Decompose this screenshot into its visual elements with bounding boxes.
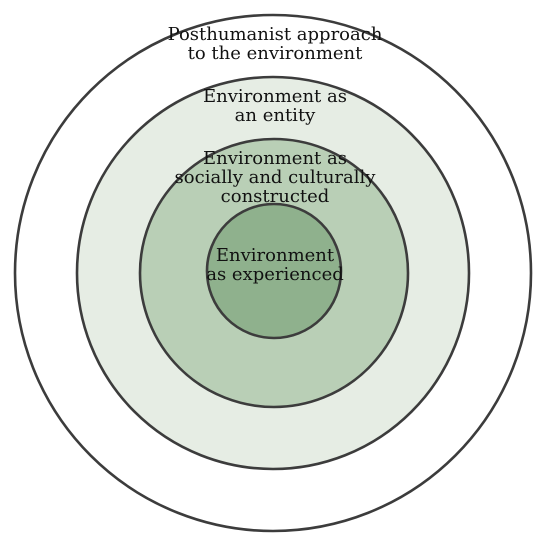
label-experienced-line-2: as experienced [206,264,344,285]
label-social-line-1: Environment as [203,148,347,169]
ring-experienced [205,202,343,340]
label-social-line-3: constructed [220,186,330,207]
label-entity-line-2: an entity [234,105,316,126]
label-entity: Environment as an entity [0,87,550,125]
label-experienced: Environment as experienced [0,246,550,284]
label-posthumanist: Posthumanist approach to the environment [0,25,550,63]
label-posthumanist-line-1: Posthumanist approach [167,24,383,45]
label-posthumanist-line-2: to the environment [187,43,363,64]
label-entity-line-1: Environment as [203,86,347,107]
label-social: Environment as socially and culturally c… [0,149,550,206]
label-social-line-2: socially and culturally [174,167,376,188]
label-experienced-line-1: Environment [215,245,335,266]
